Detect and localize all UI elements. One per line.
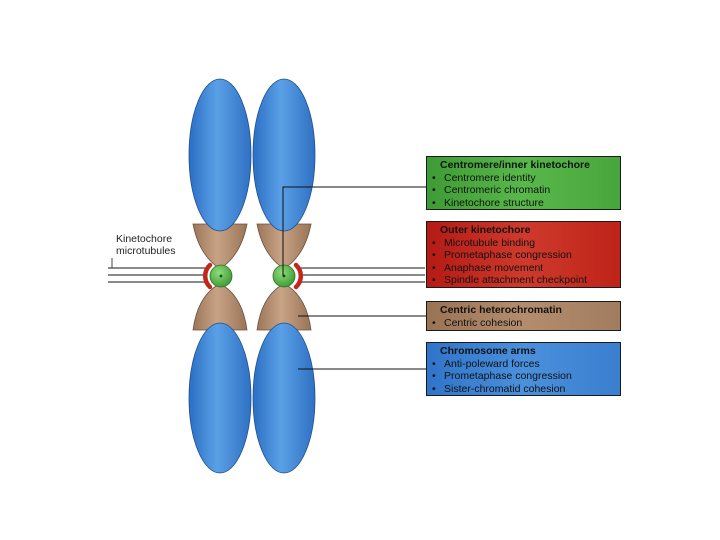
list-item: Kinetochore structure — [430, 197, 616, 209]
leader-lines — [282, 186, 426, 370]
chromatid-right — [252, 78, 316, 474]
list-item: Prometaphase congression — [430, 370, 616, 383]
kinetochore-right — [293, 262, 304, 290]
outer-kinetochore-panel: Outer kinetochore Microtubule binding Pr… — [426, 221, 621, 288]
microtubules-right — [300, 267, 425, 283]
arm-left-upper — [188, 78, 252, 232]
panel-title: Centric heterochromatin — [440, 304, 562, 316]
panel-list: Centromere identity Centromeric chromati… — [430, 172, 616, 209]
centric-heterochromatin-panel: Centric heterochromatin Centric cohesion — [426, 301, 621, 331]
chromosome-arms-panel: Chromosome arms Anti-poleward forces Pro… — [426, 342, 621, 396]
chromatid-left — [188, 78, 252, 474]
kinetochore-microtubules-label: Kinetochore microtubules — [116, 233, 176, 258]
kinetochore-label-line-2: microtubules — [116, 245, 176, 258]
panel-title: Chromosome arms — [440, 345, 536, 357]
list-item: Prometaphase congression — [430, 249, 616, 262]
panel-title: Centromere/inner kinetochore — [440, 159, 590, 171]
leader-centromere — [282, 186, 426, 276]
list-item: Microtubule binding — [430, 237, 616, 250]
heterochromatin-right-lower — [256, 285, 312, 331]
list-item: Anti-poleward forces — [430, 358, 616, 371]
kinetochore-label-line-1: Kinetochore — [116, 233, 173, 245]
kinetochore-left — [202, 262, 213, 290]
arm-left-lower — [188, 322, 252, 474]
panel-list: Microtubule binding Prometaphase congres… — [430, 237, 616, 287]
panel-list: Centric cohesion — [430, 317, 616, 330]
list-item: Spindle attachment checkpoint — [430, 274, 616, 287]
heterochromatin-left-lower — [192, 285, 248, 331]
panel-title: Outer kinetochore — [440, 224, 531, 236]
microtubules-left — [108, 267, 205, 283]
list-item: Anaphase movement — [430, 262, 616, 275]
list-item: Centric cohesion — [430, 317, 616, 330]
list-item: Sister-chromatid cohesion — [430, 383, 616, 395]
panel-list: Anti-poleward forces Prometaphase congre… — [430, 358, 616, 395]
centromere-inner-kinetochore-panel: Centromere/inner kinetochore Centromere … — [426, 156, 621, 210]
arm-right-upper — [252, 78, 316, 232]
arm-right-lower — [252, 322, 316, 474]
list-item: Centromeric chromatin — [430, 184, 616, 197]
list-item: Centromere identity — [430, 172, 616, 185]
centromere-left-dot — [219, 274, 223, 278]
